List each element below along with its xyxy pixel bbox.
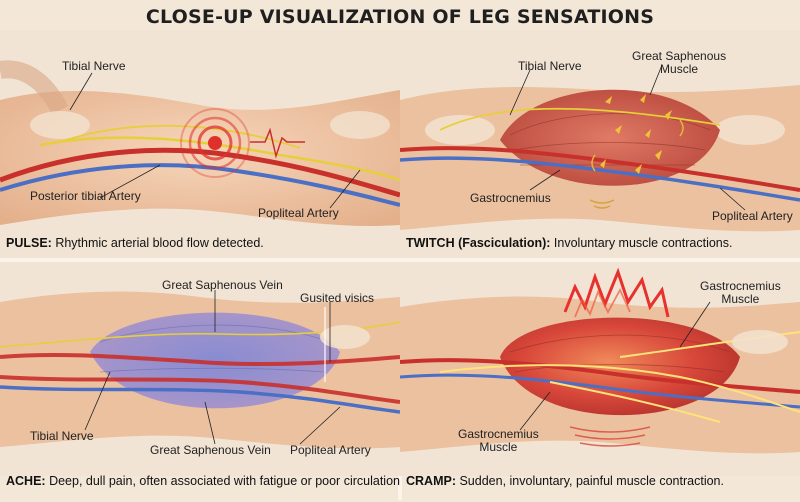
label-popliteal-artery: Popliteal Artery xyxy=(258,206,339,220)
label-great-saphenous-vein-bottom: Great Saphenous Vein xyxy=(150,443,271,457)
vein-path xyxy=(0,163,400,207)
nerve-path xyxy=(39,136,400,182)
label-great-saphenous-vein-top: Great Saphenous Vein xyxy=(162,278,283,292)
label-gastrocnemius: Gastrocnemius xyxy=(470,191,551,205)
label-tibial-nerve: Tibial Nerve xyxy=(62,59,126,73)
pulse-center-dot xyxy=(208,136,222,150)
twitch-sparks xyxy=(600,94,672,174)
caption-term: TWITCH (Fasciculation): xyxy=(406,236,551,250)
twitch-caption: TWITCH (Fasciculation): Involuntary musc… xyxy=(406,236,732,250)
pulse-leg-illustration xyxy=(0,30,400,258)
label-gusited-visics: Gusited visics xyxy=(300,291,375,305)
bone-shape xyxy=(732,330,788,354)
caption-text: Sudden, involuntary, painful muscle cont… xyxy=(456,474,724,488)
panel-divider-horizontal xyxy=(0,258,800,262)
twitch-panel: Tibial Nerve Great Saphenous Muscle Gast… xyxy=(400,30,800,270)
artery-path xyxy=(0,352,400,367)
bone-shape xyxy=(30,111,90,139)
caption-text: Deep, dull pain, often associated with f… xyxy=(45,474,400,488)
vein-path xyxy=(400,156,800,202)
bone-shape xyxy=(425,115,495,145)
ache-leg-illustration xyxy=(0,262,400,476)
artery-path xyxy=(400,358,800,394)
vibration-marks xyxy=(589,199,615,209)
page-title: CLOSE-UP VISUALIZATION OF LEG SENSATIONS xyxy=(145,6,655,28)
caption-text: Involuntary muscle contractions. xyxy=(550,236,733,250)
artery-path xyxy=(400,146,800,192)
label-popliteal-artery: Popliteal Artery xyxy=(290,443,371,457)
caption-text: Rhythmic arterial blood flow detected. xyxy=(51,236,264,250)
ache-panel: Great Saphenous Vein Gusited visics Tibi… xyxy=(0,262,400,502)
cramp-panel: Gastrocnemius Muscle Gastrocnemius Muscl… xyxy=(400,262,800,502)
label-tibial-nerve: Tibial Nerve xyxy=(518,59,582,73)
nerve-path xyxy=(439,107,721,131)
caption-term: PULSE: xyxy=(6,236,52,250)
pulse-waveform xyxy=(250,127,305,159)
label-gastrocnemius-muscle-bottom: Gastrocnemius Muscle xyxy=(458,427,539,454)
ache-caption: ACHE: Deep, dull pain, often associated … xyxy=(6,474,400,488)
pulse-ring-outer xyxy=(180,108,250,178)
twitch-leg-illustration xyxy=(400,30,800,258)
caption-term: ACHE: xyxy=(6,474,46,488)
label-great-saphenous-muscle: Great Saphenous Muscle xyxy=(632,49,727,76)
label-posterior-tibial-artery: Posterior tibial Artery xyxy=(30,189,141,203)
cramp-radiating-lines xyxy=(569,426,651,447)
vein-path xyxy=(0,385,400,414)
muscle-shape xyxy=(500,317,740,416)
artery-path xyxy=(0,147,400,198)
pulse-panel: Tibial Nerve Posterior tibial Artery Pop… xyxy=(0,30,400,270)
leg-shape xyxy=(0,90,400,227)
pulse-caption: PULSE: Rhythmic arterial blood flow dete… xyxy=(6,236,264,250)
caption-term: CRAMP: xyxy=(406,474,456,488)
label-tibial-nerve: Tibial Nerve xyxy=(30,429,94,443)
cramp-caption: CRAMP: Sudden, involuntary, painful musc… xyxy=(406,474,724,488)
label-popliteal-artery: Popliteal Artery xyxy=(712,209,793,223)
bone-shape xyxy=(320,325,370,349)
cramp-leg-illustration xyxy=(400,262,800,476)
label-gastrocnemius-muscle-top: Gastrocnemius Muscle xyxy=(700,279,781,306)
muscle-shape xyxy=(500,89,720,186)
vein-path xyxy=(400,373,800,409)
